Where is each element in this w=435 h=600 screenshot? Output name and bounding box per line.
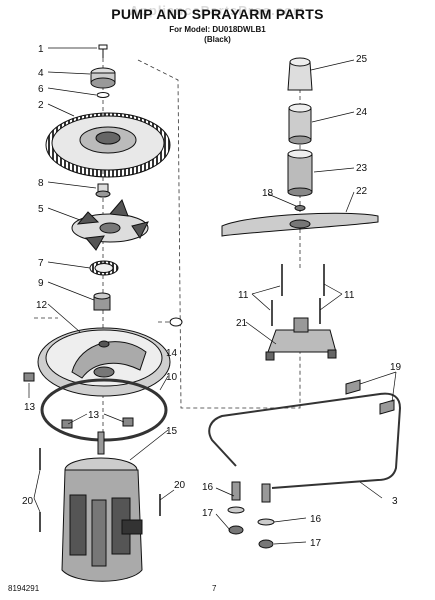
part-nuts-16-17 [227,481,275,549]
part-clips-19 [345,379,395,415]
part-spray-arm-22 [221,212,379,237]
callout-24: 24 [356,107,368,118]
callout-9: 9 [38,278,44,289]
callout-3: 3 [392,496,398,507]
part-seal-8 [95,183,111,198]
callout-8: 8 [38,178,44,189]
callout-23: 23 [356,163,368,174]
part-washer-18 [294,205,306,211]
part-hub-9 [93,292,111,311]
callout-13a: 13 [24,402,36,413]
model-line: For Model: DU018DWLB1 [169,25,266,34]
watermark: AppliancePartsPros.com [129,3,306,18]
part-tube-24 [288,103,312,145]
part-heater-3 [208,392,402,489]
page-title: PUMP AND SPRAYARM PARTS [111,6,324,22]
callout-21: 21 [236,318,248,329]
callout-17b: 17 [310,538,322,549]
callout-22: 22 [356,186,368,197]
part-screw-1 [98,44,108,58]
part-support-21 [265,317,337,361]
callout-25: 25 [356,54,368,65]
part-clip-13c [122,417,134,427]
callout-18: 18 [262,188,274,199]
callout-leader-lines [28,47,397,545]
part-gear-disc-2 [45,112,171,178]
part-nozzle-25 [287,57,313,91]
part-grommet-14 [169,317,183,327]
part-screws-11 [271,264,325,326]
callout-12: 12 [36,300,48,311]
part-clip-13b [61,419,73,429]
part-tube-23 [287,149,313,197]
part-washer-6 [96,92,110,98]
callout-1: 1 [38,44,44,55]
part-motor-screws-20 [39,448,161,532]
callout-7: 7 [38,258,44,269]
part-impeller-5 [71,199,149,251]
callout-11a: 11 [238,290,249,301]
callout-6: 6 [38,84,44,95]
callout-14: 14 [166,348,178,359]
footer-part-number: 8194291 [8,584,40,593]
callout-17a: 17 [202,508,214,519]
callout-16a: 16 [202,482,214,493]
color-line: (Black) [204,35,231,44]
callout-15: 15 [166,426,178,437]
callout-20a: 20 [22,496,34,507]
part-pump-housing-12 [37,327,171,397]
callout-4: 4 [38,68,44,79]
part-motor-15 [61,431,143,582]
callout-2: 2 [38,100,44,111]
part-clip-13a [23,372,35,382]
callout-labels: 1 4 6 2 8 5 7 9 12 13 13 10 14 15 20 20 … [22,44,402,549]
callout-5: 5 [38,204,44,215]
part-cap-4 [90,67,116,89]
part-drive-gear-7 [89,260,119,276]
callout-19: 19 [390,362,402,373]
footer-page-number: 7 [212,584,217,593]
callout-16b: 16 [310,514,322,525]
callout-10: 10 [166,372,178,383]
callout-11b: 11 [344,290,355,301]
callout-20b: 20 [174,480,186,491]
callout-13b: 13 [88,410,100,421]
